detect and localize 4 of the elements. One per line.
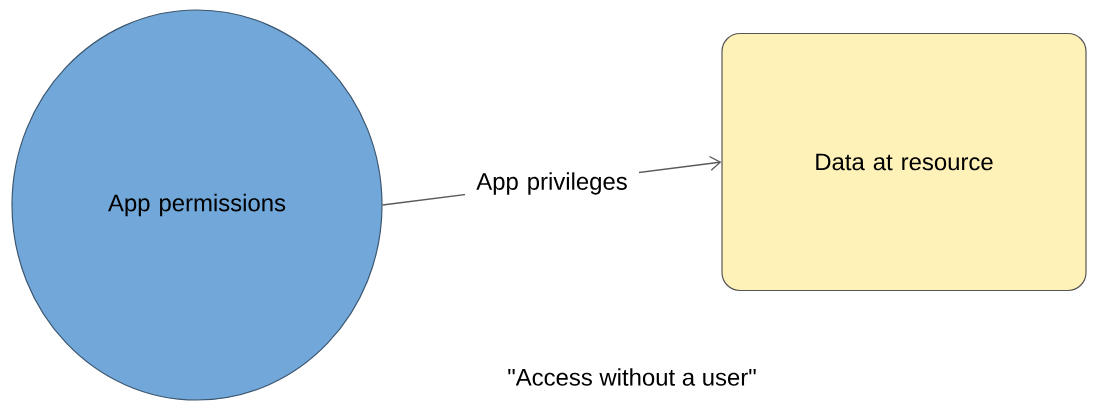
circle-node: App permissions <box>11 9 383 401</box>
edge-label: App privileges <box>465 170 639 197</box>
caption-text: "Access without a user" <box>508 368 756 386</box>
process-box: Data at resource <box>721 32 1087 292</box>
